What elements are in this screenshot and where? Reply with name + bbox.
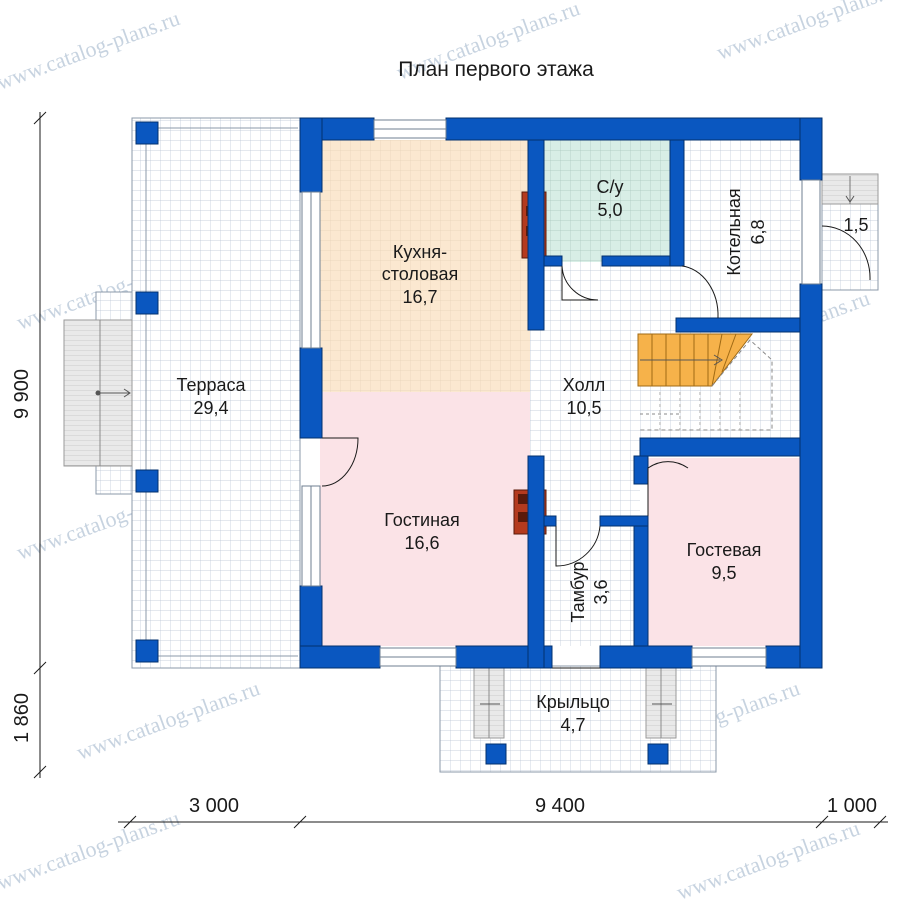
wall: [527, 455, 545, 669]
room-name-porch: Крыльцо: [536, 692, 609, 712]
windows: [301, 119, 821, 667]
wall: [799, 117, 823, 181]
wall: [639, 437, 801, 457]
door-swing: [647, 461, 689, 516]
plan-title: План первого этажа: [398, 58, 594, 81]
column: [135, 291, 159, 315]
room-area-kitchen: 16,7: [402, 287, 437, 307]
terrace: [63, 117, 301, 669]
room-area-terrace: 29,4: [193, 398, 228, 418]
column: [135, 121, 159, 145]
watermark-text: www.catalog-plans.ru: [673, 815, 863, 900]
watermark-text: www.catalog-plans.ru: [0, 805, 183, 894]
wall: [543, 515, 557, 527]
terrace-columns: [135, 121, 159, 663]
door-swing: [681, 265, 719, 319]
room-area-porch: 4,7: [560, 715, 585, 735]
wall: [527, 139, 545, 331]
door-swing: [321, 437, 359, 487]
room-living: [320, 392, 530, 646]
room-kitchen: [320, 140, 530, 392]
room-name-bathroom: С/у: [597, 177, 624, 197]
watermark-text: www.catalog-plans.ru: [0, 5, 183, 94]
wall: [675, 317, 801, 333]
column: [485, 743, 507, 765]
wall: [543, 255, 563, 267]
room-name-kitchen-line1: Кухня-: [393, 242, 447, 262]
wall: [799, 283, 823, 669]
entry-steps: [821, 173, 879, 291]
wall: [599, 515, 649, 527]
dimension-lines: [33, 111, 888, 829]
staircase: [637, 333, 773, 431]
walls: [299, 117, 823, 669]
wall: [633, 455, 649, 485]
room-name-kitchen-line2: столовая: [382, 264, 459, 284]
room-name-vestibule: Тамбур: [568, 561, 588, 622]
dimension-height-main: 9 900: [11, 369, 33, 419]
wall: [299, 347, 323, 439]
column: [135, 469, 159, 493]
dimension-width-left: 3 000: [189, 795, 239, 817]
window: [801, 179, 821, 285]
room-area-bathroom: 5,0: [597, 200, 622, 220]
watermark-text: www.catalog-plans.ru: [73, 675, 263, 764]
wall: [299, 117, 323, 193]
room-name-hall: Холл: [563, 375, 605, 395]
wall: [599, 645, 693, 669]
column: [647, 743, 669, 765]
room-area-boiler: 6,8: [748, 219, 768, 244]
door-swing: [821, 225, 871, 281]
wall: [633, 515, 649, 647]
dimension-height-porch: 1 860: [11, 693, 33, 743]
room-area-hall: 10,5: [566, 398, 601, 418]
porch: [439, 665, 717, 773]
wall: [669, 139, 685, 267]
doors: [321, 225, 871, 669]
room-name-boiler: Котельная: [724, 188, 744, 275]
room-area-entry: 1,5: [843, 215, 868, 235]
dimension-labels: 9 900 1 860 3 000 9 400 1 000: [11, 369, 877, 817]
wall: [445, 117, 823, 141]
room-area-vestibule: 3,6: [591, 579, 611, 604]
room-name-guest: Гостевая: [687, 540, 762, 560]
wall: [299, 645, 381, 669]
watermark-text: www.catalog-plans.ru: [713, 0, 900, 65]
room-name-living: Гостиная: [384, 510, 460, 530]
room-name-terrace: Терраса: [176, 375, 246, 395]
room-area-guest: 9,5: [711, 563, 736, 583]
room-area-living: 16,6: [404, 533, 439, 553]
door-swing: [561, 265, 599, 301]
room-labels: Терраса 29,4 Кухня- столовая 16,7 С/у 5,…: [176, 177, 868, 735]
room-guest: [648, 458, 800, 646]
dimension-width-main: 9 400: [535, 795, 585, 817]
room-bathroom: [544, 140, 676, 262]
dimension-width-right: 1 000: [827, 795, 877, 817]
door-swing: [555, 525, 601, 567]
column: [135, 639, 159, 663]
